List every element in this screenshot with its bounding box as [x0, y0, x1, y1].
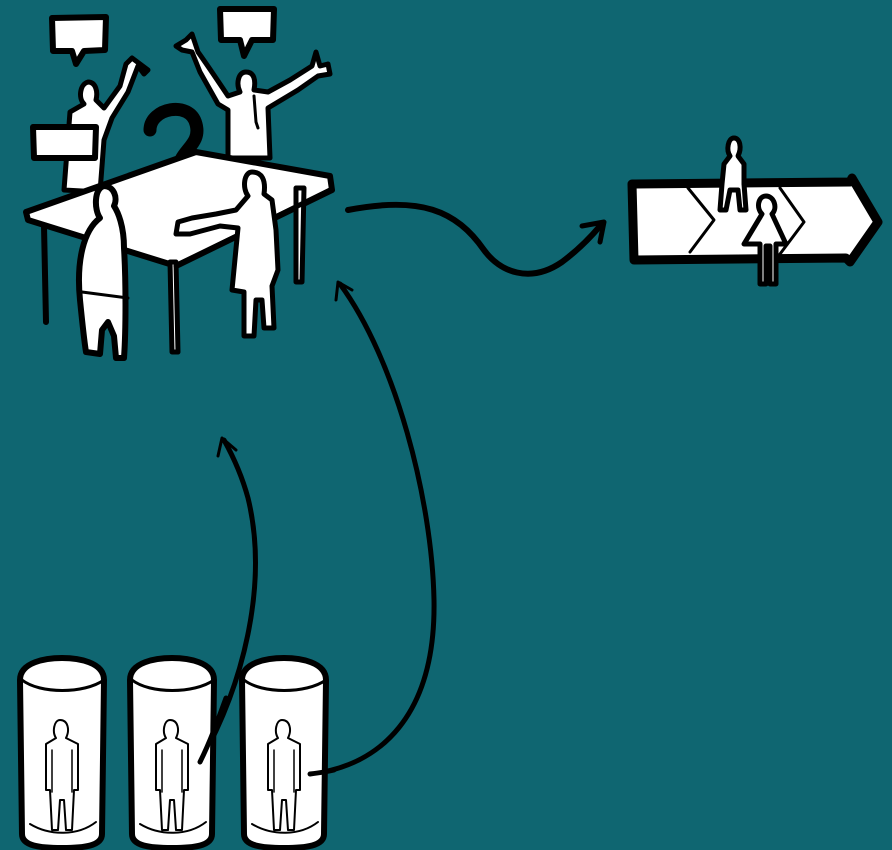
process-arrow-group: [632, 138, 878, 284]
wavy-arrow: [348, 205, 604, 274]
glass-tube-icon: [130, 658, 214, 848]
speech-bubble-icon: [220, 9, 274, 56]
chevron-arrow-icon: [632, 178, 878, 262]
speech-bubble-icon: [52, 17, 106, 64]
isolated-people-group: [20, 658, 326, 848]
sign-board-icon: [33, 127, 96, 158]
glass-tube-icon: [242, 658, 326, 848]
meeting-group: [26, 9, 332, 358]
glass-tube-icon: [20, 658, 104, 848]
